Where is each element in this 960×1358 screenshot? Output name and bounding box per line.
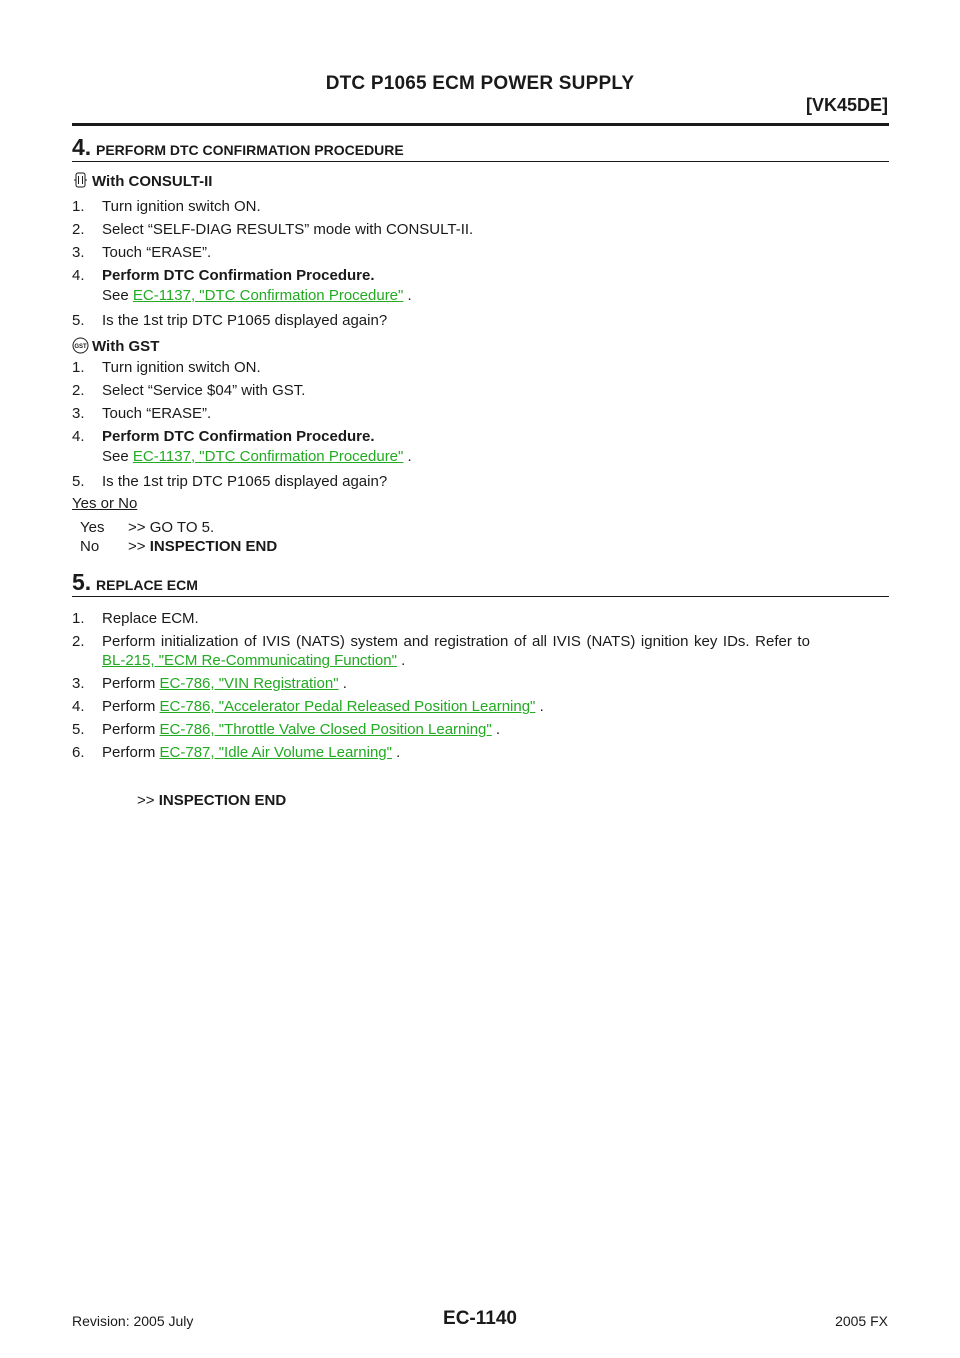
step-5-title: REPLACE ECM (96, 577, 198, 593)
vin-registration-link[interactable]: EC-786, "VIN Registration" (159, 675, 339, 692)
replace-step-3: 3.Perform EC-786, "VIN Registration" . (72, 675, 347, 692)
replace-step-5: 5.Perform EC-786, "Throttle Valve Closed… (72, 721, 501, 738)
step-5-number: 5. (72, 569, 92, 595)
yes-no-question: Yes or No (72, 495, 138, 512)
gst-step-4: 4.Perform DTC Confirmation Procedure. (72, 428, 375, 445)
svg-text:GST: GST (74, 344, 87, 350)
gst-icon: GST (72, 337, 89, 354)
replace-step-1: 1.Replace ECM. (72, 610, 199, 627)
replace-step-2: 2.Perform initialization of IVIS (NATS) … (72, 633, 810, 650)
gst-see-line: See EC-1137, "DTC Confirmation Procedure… (102, 448, 412, 465)
gst-step-1: 1.Turn ignition switch ON. (72, 359, 261, 376)
page-title: DTC P1065 ECM POWER SUPPLY (325, 73, 635, 94)
gst-step-3: 3.Touch “ERASE”. (72, 405, 212, 422)
consult-see-line: See EC-1137, "DTC Confirmation Procedure… (102, 287, 412, 304)
replace-step-4: 4.Perform EC-786, "Accelerator Pedal Rel… (72, 698, 544, 715)
consult-step-4: 4.Perform DTC Confirmation Procedure. (72, 267, 375, 284)
footer-model: 2005 FX (835, 1313, 888, 1329)
engine-code: [VK45DE] (805, 95, 888, 115)
answer-no: No>> INSPECTION END (80, 538, 278, 555)
consult-step-5: 5.Is the 1st trip DTC P1065 displayed ag… (72, 312, 388, 329)
replace-step-6: 6.Perform EC-787, "Idle Air Volume Learn… (72, 744, 401, 761)
gst-step-5: 5.Is the 1st trip DTC P1065 displayed ag… (72, 473, 388, 490)
idle-air-learning-link[interactable]: EC-787, "Idle Air Volume Learning" (159, 744, 392, 761)
consult-step-2: 2.Select “SELF-DIAG RESULTS” mode with C… (72, 221, 474, 238)
gst-heading-line: GST With GST (72, 337, 159, 356)
consult-step-1: 1.Turn ignition switch ON. (72, 198, 261, 215)
accelerator-learning-link[interactable]: EC-786, "Accelerator Pedal Released Posi… (159, 698, 536, 715)
gst-heading: With GST (92, 338, 160, 355)
header-rule (72, 123, 889, 126)
footer-revision: Revision: 2005 July (72, 1313, 194, 1329)
step-4-heading: 4. PERFORM DTC CONFIRMATION PROCEDURE (72, 134, 889, 162)
consult-heading-line: With CONSULT-II (72, 172, 212, 191)
step-4-title: PERFORM DTC CONFIRMATION PROCEDURE (96, 142, 404, 158)
step-4-number: 4. (72, 134, 92, 160)
bl215-link[interactable]: BL-215, "ECM Re-Communicating Function" (102, 652, 397, 669)
replace-step-2-ref: BL-215, "ECM Re-Communicating Function" … (102, 652, 406, 669)
footer-page-number: EC-1140 (443, 1308, 517, 1329)
gst-step-2: 2.Select “Service $04” with GST. (72, 382, 306, 399)
consult-see-link[interactable]: EC-1137, "DTC Confirmation Procedure" (132, 287, 404, 304)
replace-end: >> INSPECTION END (137, 792, 287, 809)
consult-step-3: 3.Touch “ERASE”. (72, 244, 212, 261)
throttle-learning-link[interactable]: EC-786, "Throttle Valve Closed Position … (159, 721, 492, 738)
step-5-heading: 5. REPLACE ECM (72, 569, 889, 597)
answer-yes: Yes>> GO TO 5. (80, 519, 215, 536)
consult-heading: With CONSULT-II (92, 173, 213, 190)
consult-connector-icon (72, 172, 89, 189)
gst-see-link[interactable]: EC-1137, "DTC Confirmation Procedure" (132, 448, 404, 465)
